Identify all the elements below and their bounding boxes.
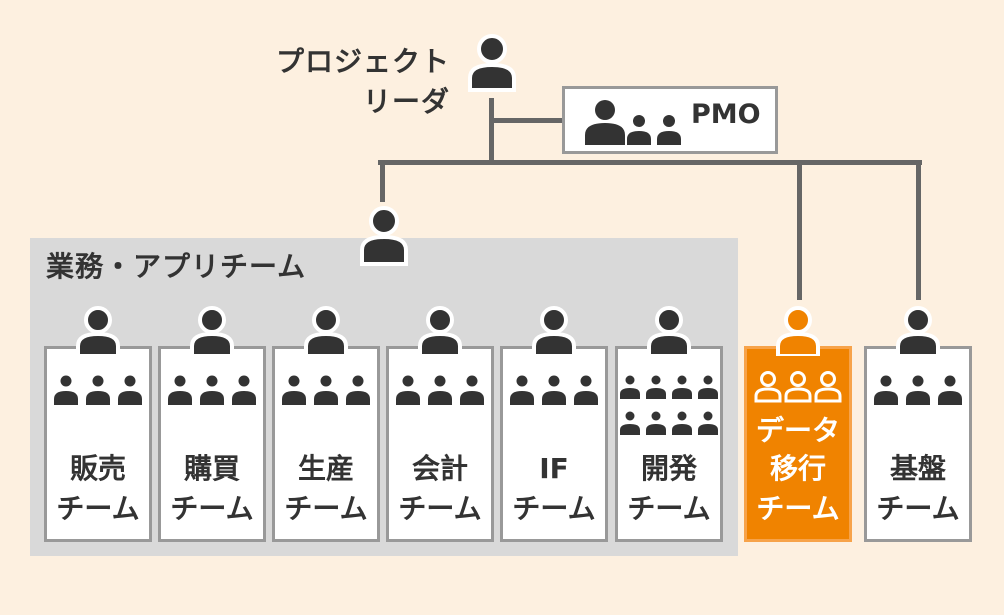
team-leader-person-icon-highlighted	[772, 306, 824, 356]
team-leader-person-icon	[72, 306, 124, 356]
small-person-icon	[905, 375, 931, 405]
connector-pmo	[491, 118, 563, 123]
team-members	[503, 375, 605, 405]
group-leader-person-icon	[358, 206, 410, 268]
small-person-icon	[427, 375, 453, 405]
person-icon	[466, 34, 518, 94]
group-title: 業務・アプリチーム	[46, 250, 307, 283]
team-label: 販売	[69, 452, 126, 485]
small-person-icon	[117, 375, 143, 405]
team-members	[389, 375, 491, 405]
small-person-icon	[627, 115, 651, 145]
small-person-icon	[281, 375, 307, 405]
small-person-icon	[937, 375, 963, 405]
team-leader-person-icon	[528, 306, 580, 356]
team-label: 会計	[411, 452, 468, 485]
small-person-icon	[573, 375, 599, 405]
small-person-icon	[645, 411, 667, 435]
small-person-icon	[697, 375, 719, 399]
team-card: 基盤チーム	[864, 346, 972, 542]
small-person-icon	[657, 115, 681, 145]
team-label: 基盤	[889, 452, 946, 485]
small-person-icon	[509, 375, 535, 405]
team-leader-person-icon	[414, 306, 466, 356]
team-card: 販売チーム	[44, 346, 152, 542]
team-card: 購買チーム	[158, 346, 266, 542]
connector-group	[380, 160, 385, 202]
team-card: IF チーム	[500, 346, 608, 542]
team-label: チーム	[876, 492, 960, 525]
team-label: チーム	[284, 492, 368, 525]
team-leader-person-icon	[643, 306, 695, 356]
small-person-icon	[697, 411, 719, 435]
person-outline-icon	[814, 371, 842, 403]
small-person-icon	[167, 375, 193, 405]
small-person-icon	[313, 375, 339, 405]
pmo-box: PMO	[562, 86, 778, 154]
team-members	[747, 371, 849, 403]
team-members	[867, 375, 969, 405]
person-icon	[585, 99, 625, 145]
team-label: チーム	[56, 492, 140, 525]
team-label: チーム	[512, 492, 596, 525]
person-outline-icon	[754, 371, 782, 403]
small-person-icon	[199, 375, 225, 405]
small-person-icon	[873, 375, 899, 405]
small-person-icon	[619, 375, 641, 399]
small-person-icon	[671, 375, 693, 399]
small-person-icon	[459, 375, 485, 405]
team-members	[161, 375, 263, 405]
small-person-icon	[395, 375, 421, 405]
small-person-icon	[231, 375, 257, 405]
team-label: 生産	[297, 452, 354, 485]
connector-infrastructure	[916, 160, 921, 300]
small-person-icon	[645, 375, 667, 399]
team-label: チーム	[170, 492, 254, 525]
team-leader-person-icon	[300, 306, 352, 356]
project-leader-label: プロジェクト リーダ	[275, 45, 450, 118]
small-person-icon	[671, 411, 693, 435]
connector-leader-vertical	[489, 98, 494, 164]
team-members	[618, 375, 720, 399]
team-card: 開発チーム	[615, 346, 723, 542]
team-label: 開発	[640, 452, 697, 485]
person-outline-icon	[784, 371, 812, 403]
small-person-icon	[541, 375, 567, 405]
connector-horizontal	[378, 160, 922, 165]
team-label: 購買	[183, 452, 240, 485]
team-label: チーム	[398, 492, 482, 525]
small-person-icon	[85, 375, 111, 405]
team-card: 生産チーム	[272, 346, 380, 542]
team-label: チーム	[627, 492, 711, 525]
small-person-icon	[619, 411, 641, 435]
team-leader-person-icon	[186, 306, 238, 356]
team-label: データ	[755, 414, 840, 447]
team-label: 移行	[769, 452, 826, 485]
team-members	[275, 375, 377, 405]
team-label: IF	[539, 452, 569, 485]
small-person-icon	[53, 375, 79, 405]
team-members	[618, 411, 720, 435]
team-card: データ移行チーム	[744, 346, 852, 542]
connector-data-migration	[797, 160, 802, 300]
small-person-icon	[345, 375, 371, 405]
team-label: チーム	[756, 492, 840, 525]
pmo-label: PMO	[691, 99, 761, 130]
team-members	[47, 375, 149, 405]
team-card: 会計チーム	[386, 346, 494, 542]
team-leader-person-icon	[892, 306, 944, 356]
